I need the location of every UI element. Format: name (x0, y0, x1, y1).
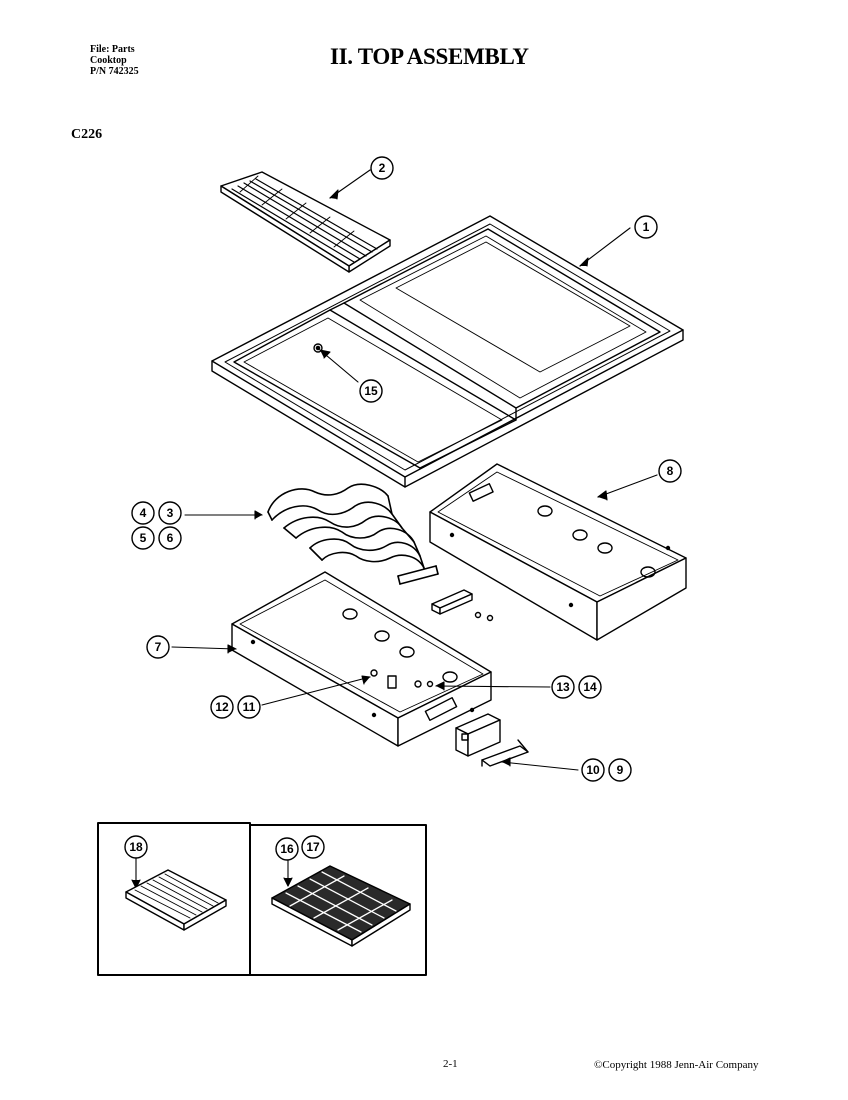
file-info: File: Parts Cooktop P/N 742325 (90, 44, 139, 77)
callout-8: 8 (667, 464, 674, 478)
part-7-element-box (231, 571, 492, 747)
page-number: 2-1 (443, 1058, 458, 1070)
callout-9: 9 (617, 763, 624, 777)
callout-3: 3 (167, 506, 174, 520)
part-2-grille (220, 171, 391, 273)
inset-box (97, 822, 427, 976)
file-info-line-2: Cooktop (90, 55, 127, 66)
callout-17: 17 (306, 840, 320, 854)
callout-11: 11 (243, 700, 256, 714)
part-3-6-heating-element (267, 483, 439, 585)
part-1-cooktop-frame (211, 215, 684, 488)
callout-16: 16 (280, 842, 294, 856)
callout-15: 15 (364, 384, 378, 398)
callout-13: 13 (556, 680, 570, 694)
part-11-14-hardware (370, 669, 434, 689)
callout-circles (124, 156, 682, 861)
model-number: C226 (71, 127, 103, 142)
callout-12: 12 (215, 700, 229, 714)
callout-5: 5 (140, 531, 147, 545)
file-info-line-1: File: Parts (90, 44, 135, 55)
callout-18: 18 (129, 840, 143, 854)
page-title: II. TOP ASSEMBLY (330, 44, 529, 69)
callout-1: 1 (643, 220, 650, 234)
callout-6: 6 (167, 531, 174, 545)
part-8-element-box (429, 463, 687, 641)
callout-4: 4 (140, 506, 147, 520)
file-info-line-3: P/N 742325 (90, 66, 139, 77)
leader-lines (131, 169, 658, 889)
callout-10: 10 (586, 763, 600, 777)
terminal-block (431, 589, 494, 622)
copyright-notice: ©Copyright 1988 Jenn-Air Company (594, 1059, 759, 1071)
callout-14: 14 (583, 680, 597, 694)
part-16-17-grill-rocks (271, 865, 411, 947)
part-9-10-switch (455, 713, 529, 767)
part-18-griddle (125, 869, 227, 931)
callout-7: 7 (155, 640, 162, 654)
callout-2: 2 (379, 161, 386, 175)
